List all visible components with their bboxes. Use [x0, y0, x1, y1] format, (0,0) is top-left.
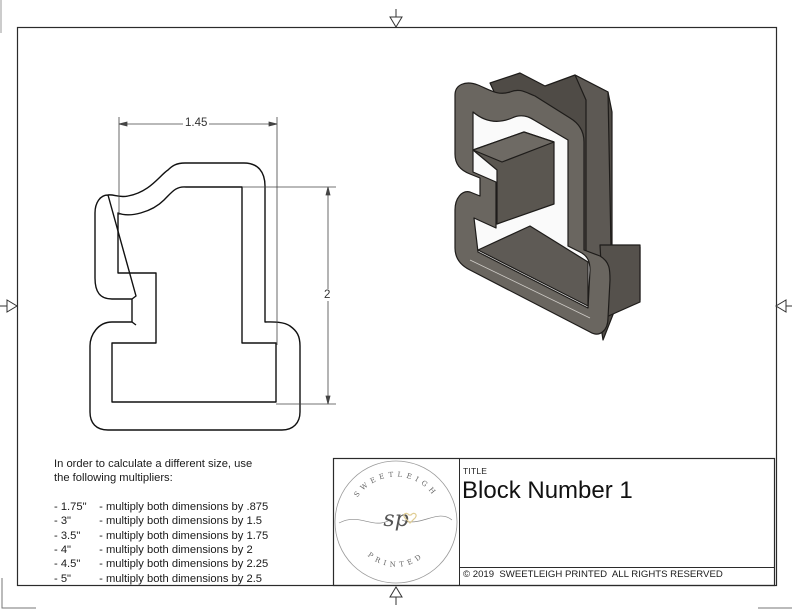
multiplier-instruction: - multiply both dimensions by 2.25 — [96, 558, 269, 571]
center-mark-left-icon — [0, 299, 18, 313]
multiplier-row: - 3.5" - multiply both dimensions by 1.7… — [54, 529, 268, 543]
center-mark-top-icon — [389, 9, 403, 28]
center-mark-bottom-icon — [389, 586, 403, 605]
multiplier-instruction: - multiply both dimensions by .875 — [96, 500, 269, 513]
notes-intro-line-2: the following multipliers: — [54, 472, 173, 485]
multiplier-instruction: - multiply both dimensions by 2 — [96, 544, 253, 557]
logo-bottom-text: PRINTED — [366, 551, 426, 569]
title-label: TITLE — [463, 466, 488, 476]
front-view — [89, 162, 301, 431]
crop-mark-bottom-left — [1, 578, 36, 609]
logo-monogram: sp — [383, 507, 408, 532]
center-mark-right-icon — [775, 299, 792, 313]
multiplier-row: - 3" - multiply both dimensions by 1.5 — [54, 514, 268, 528]
drawing-title: Block Number 1 — [462, 477, 633, 504]
size-multiplier-notes: In order to calculate a different size, … — [54, 457, 268, 586]
copyright-notice: © 2019 SWEETLEIGH PRINTED ALL RIGHTS RES… — [463, 569, 723, 580]
sweetleigh-logo: sp SWEETLEIGH PRINTED — [334, 460, 458, 584]
multiplier-row: - 5" - multiply both dimensions by 2.5 — [54, 572, 268, 586]
multiplier-row: - 1.75" - multiply both dimensions by .8… — [54, 500, 268, 514]
multiplier-instruction: - multiply both dimensions by 2.5 — [96, 572, 263, 585]
width-dimension-label: 1.45 — [183, 117, 210, 129]
notes-intro-line-1: In order to calculate a different size, … — [54, 458, 253, 470]
multiplier-size: - 5" — [54, 572, 72, 585]
multiplier-size: - 3" — [54, 515, 72, 528]
multiplier-size: - 4" — [54, 544, 72, 557]
height-dimension-label: 2 — [322, 289, 333, 301]
front-view-outer-outline — [89, 162, 301, 431]
multiplier-size: - 3.5" — [54, 529, 81, 542]
title-block — [332, 457, 776, 587]
multiplier-row: - 4" - multiply both dimensions by 2 — [54, 543, 268, 557]
dimension-width — [118, 117, 278, 345]
notes-intro: In order to calculate a different size, … — [54, 457, 268, 486]
multiplier-row: - 4.5" - multiply both dimensions by 2.2… — [54, 557, 268, 571]
multiplier-instruction: - multiply both dimensions by 1.5 — [96, 515, 263, 528]
multiplier-size: - 4.5" — [54, 558, 81, 571]
isometric-view — [454, 72, 641, 341]
front-view-inner-outline — [111, 186, 277, 403]
logo-top-text: SWEETLEIGH — [353, 471, 440, 499]
heart-icon — [403, 512, 417, 524]
multiplier-instruction: - multiply both dimensions by 1.75 — [96, 529, 269, 542]
multiplier-size: - 1.75" — [54, 500, 87, 513]
